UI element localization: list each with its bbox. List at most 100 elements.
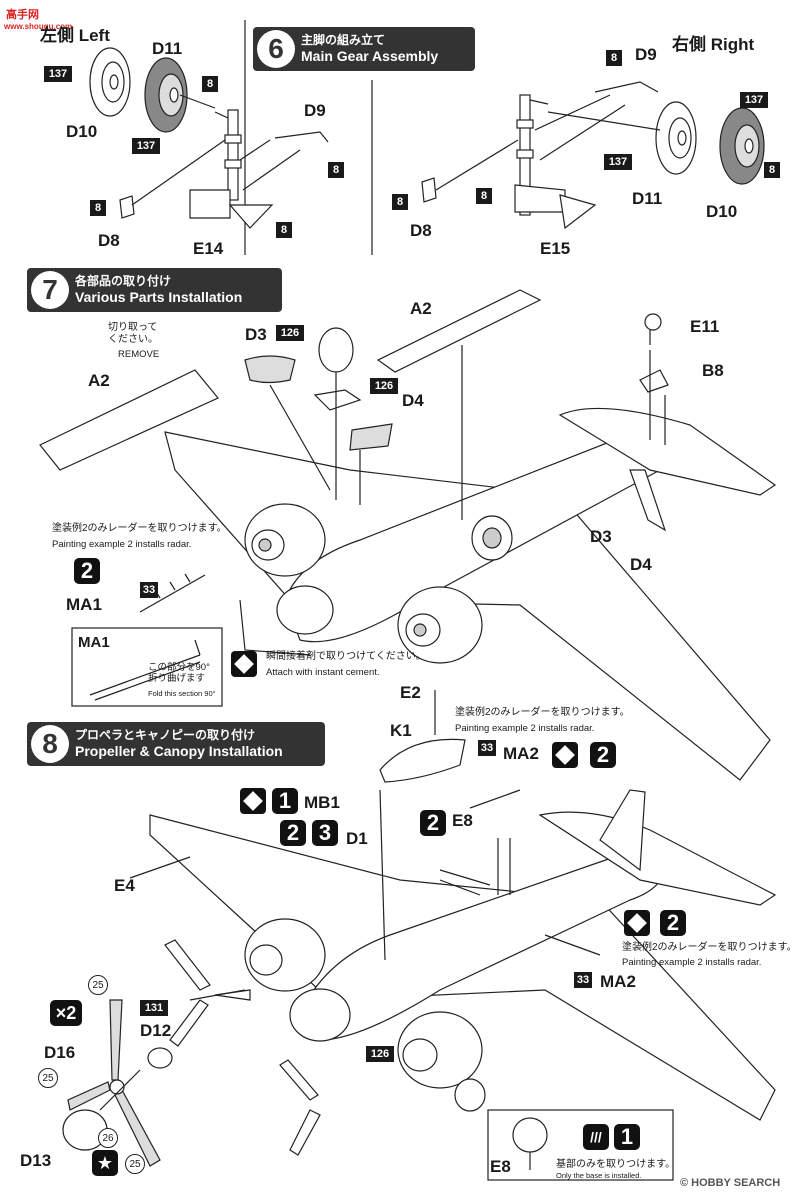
paint-code: 33 — [140, 582, 158, 598]
ma1-detail-title: MA1 — [78, 634, 110, 651]
base-note-jp: 基部のみを取りつけます。 — [556, 1159, 676, 1170]
base-note-en: Only the base is installed. — [556, 1171, 642, 1180]
paint-code-circle: 25 — [125, 1154, 145, 1174]
left-tire-d10 — [89, 47, 131, 117]
step7-title-en: Various Parts Installation — [75, 288, 243, 305]
cut-note-jp: 切り取って ください。 — [108, 322, 158, 345]
left-d9-part — [274, 131, 329, 143]
part-label: B8 — [702, 361, 724, 380]
part-label: D9 — [304, 101, 326, 120]
paint-code: 8 — [764, 162, 780, 178]
right-d8-part — [421, 177, 437, 203]
left-gear-strut — [189, 109, 274, 229]
left-d8-part — [119, 195, 135, 219]
paint-code-circle: 26 — [98, 1128, 118, 1148]
part-label: MA2 — [503, 744, 539, 763]
watermark-url: www.shougu.com — [4, 22, 73, 31]
part-label: D9 — [635, 45, 657, 64]
right-d9-part — [594, 81, 659, 93]
step7-number: 7 — [31, 271, 69, 309]
step7-aircraft — [39, 289, 777, 781]
right-tire-d10 — [719, 107, 765, 185]
part-label: E8 — [490, 1157, 511, 1176]
paint-code: 8 — [476, 188, 492, 204]
ma1-detail-jp: この部分を90° 折り曲げます — [148, 662, 210, 685]
paint-code: 126 — [366, 1046, 394, 1062]
part-label: D4 — [402, 391, 424, 410]
part-label: D4 — [630, 555, 652, 574]
cement-note-jp: 瞬間接着剤で取りつけてください。 — [266, 651, 426, 662]
paint-code: 137 — [740, 92, 768, 108]
step6-number: 6 — [257, 30, 295, 68]
painting-example-badge: 2 — [280, 820, 306, 846]
part-label: D11 — [632, 189, 663, 208]
paint-icon-badge: /// — [583, 1124, 609, 1150]
cement-icon — [231, 651, 257, 677]
paint-code: 137 — [604, 154, 632, 170]
painting-example-badge: 1 — [614, 1124, 640, 1150]
part-label: E15 — [540, 239, 571, 258]
part-label: E4 — [114, 876, 135, 895]
cement-icon — [240, 788, 266, 814]
part-label: MA2 — [600, 972, 636, 991]
painting-example-badge: 1 — [272, 788, 298, 814]
paint-code-circle: 25 — [38, 1068, 58, 1088]
part-label: D13 — [20, 1151, 52, 1170]
radar-note2-en: Painting example 2 installs radar. — [622, 957, 762, 968]
part-label: D3 — [245, 325, 267, 344]
part-label: A2 — [410, 299, 432, 318]
painting-example-badge: 2 — [660, 910, 686, 936]
ma1-detail-en: Fold this section 90° — [148, 689, 216, 698]
paint-code: 131 — [140, 1000, 168, 1016]
step6-title-jp: 主脚の組み立て — [301, 33, 386, 48]
cement-icon — [624, 910, 650, 936]
painting-example-badge: 3 — [312, 820, 338, 846]
multiplier-badge: ×2 — [50, 1000, 82, 1026]
part-label: D1 — [346, 829, 368, 848]
paint-code: 137 — [132, 138, 160, 154]
part-label: A2 — [88, 371, 110, 390]
cement-icon — [552, 742, 578, 768]
part-label: E8 — [452, 811, 473, 830]
radar-note-en: Painting example 2 installs radar. — [52, 539, 192, 550]
step8-aircraft — [62, 690, 777, 1167]
radar-note-en: Painting example 2 installs radar. — [455, 723, 595, 734]
step8-title-en: Propeller & Canopy Installation — [75, 742, 283, 759]
paint-code: 137 — [44, 66, 72, 82]
left-side-label: 左側 Left — [40, 26, 110, 45]
part-label: E2 — [400, 683, 421, 702]
part-label: D16 — [44, 1043, 76, 1062]
cement-note-en: Attach with instant cement. — [266, 667, 380, 678]
part-label: MB1 — [304, 793, 340, 812]
part-label: D10 — [706, 202, 738, 221]
step7-title-jp: 各部品の取り付け — [75, 274, 172, 289]
painting-example-badge: 2 — [420, 810, 446, 836]
step7-header: 7 各部品の取り付け Various Parts Installation — [27, 268, 282, 312]
painting-example-badge: 2 — [74, 558, 100, 584]
cut-note-en: REMOVE — [118, 349, 160, 360]
part-label: D3 — [590, 527, 612, 546]
part-label: D10 — [66, 122, 98, 141]
part-label: D8 — [410, 221, 432, 240]
part-label: E11 — [690, 317, 720, 336]
part-label: D11 — [152, 39, 183, 58]
paint-code: 33 — [574, 972, 592, 988]
paint-code: 8 — [90, 200, 106, 216]
star-badge: ★ — [92, 1150, 118, 1176]
right-side-label: 右側 Right — [672, 35, 755, 54]
part-label: MA1 — [66, 595, 102, 614]
paint-code: 126 — [370, 378, 398, 394]
paint-code-circle: 25 — [88, 975, 108, 995]
radar-note-jp: 塗装例2のみレーダーを取りつけます。 — [455, 707, 630, 718]
paint-code: 33 — [478, 740, 496, 756]
paint-code: 8 — [606, 50, 622, 66]
paint-code: 126 — [276, 325, 304, 341]
right-tire-d11 — [655, 101, 697, 175]
part-label: E14 — [193, 239, 224, 258]
step6-title-en: Main Gear Assembly — [301, 47, 439, 64]
footer-watermark: © HOBBY SEARCH — [680, 1177, 781, 1189]
right-gear-strut — [514, 94, 597, 230]
paint-code: 8 — [328, 162, 344, 178]
paint-code: 8 — [202, 76, 218, 92]
